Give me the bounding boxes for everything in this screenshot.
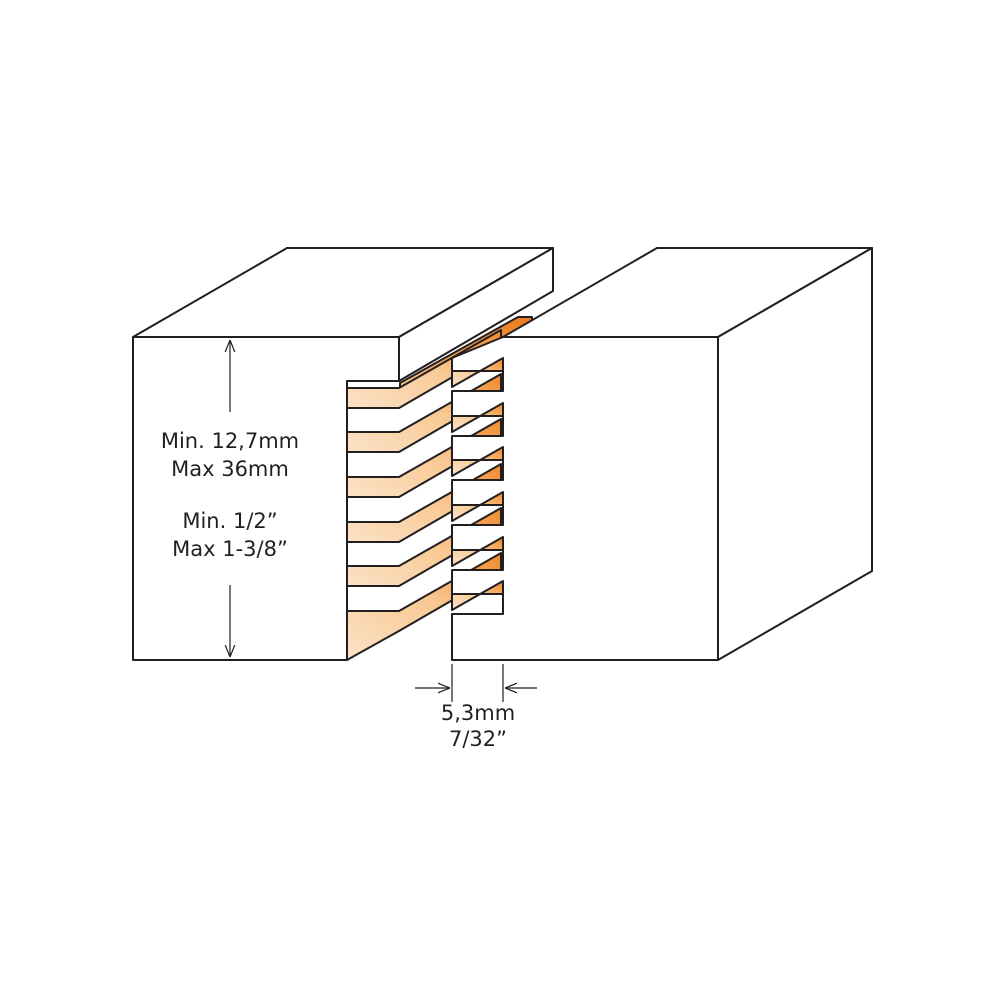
min-height-metric-label: Min. 12,7mm	[160, 429, 300, 453]
gap-dimension	[415, 664, 537, 702]
left-block-front	[132, 336, 400, 661]
left-workpiece	[132, 247, 554, 661]
right-workpiece	[451, 247, 873, 661]
min-height-imperial-label: Min. 1/2”	[182, 509, 278, 533]
max-height-imperial-label: Max 1-3/8”	[172, 537, 288, 561]
max-height-metric-label: Max 36mm	[171, 457, 289, 481]
gap-metric-label: 5,3mm	[440, 701, 516, 725]
gap-imperial-label: 7/32”	[448, 727, 508, 751]
right-block-fingers	[451, 357, 504, 611]
